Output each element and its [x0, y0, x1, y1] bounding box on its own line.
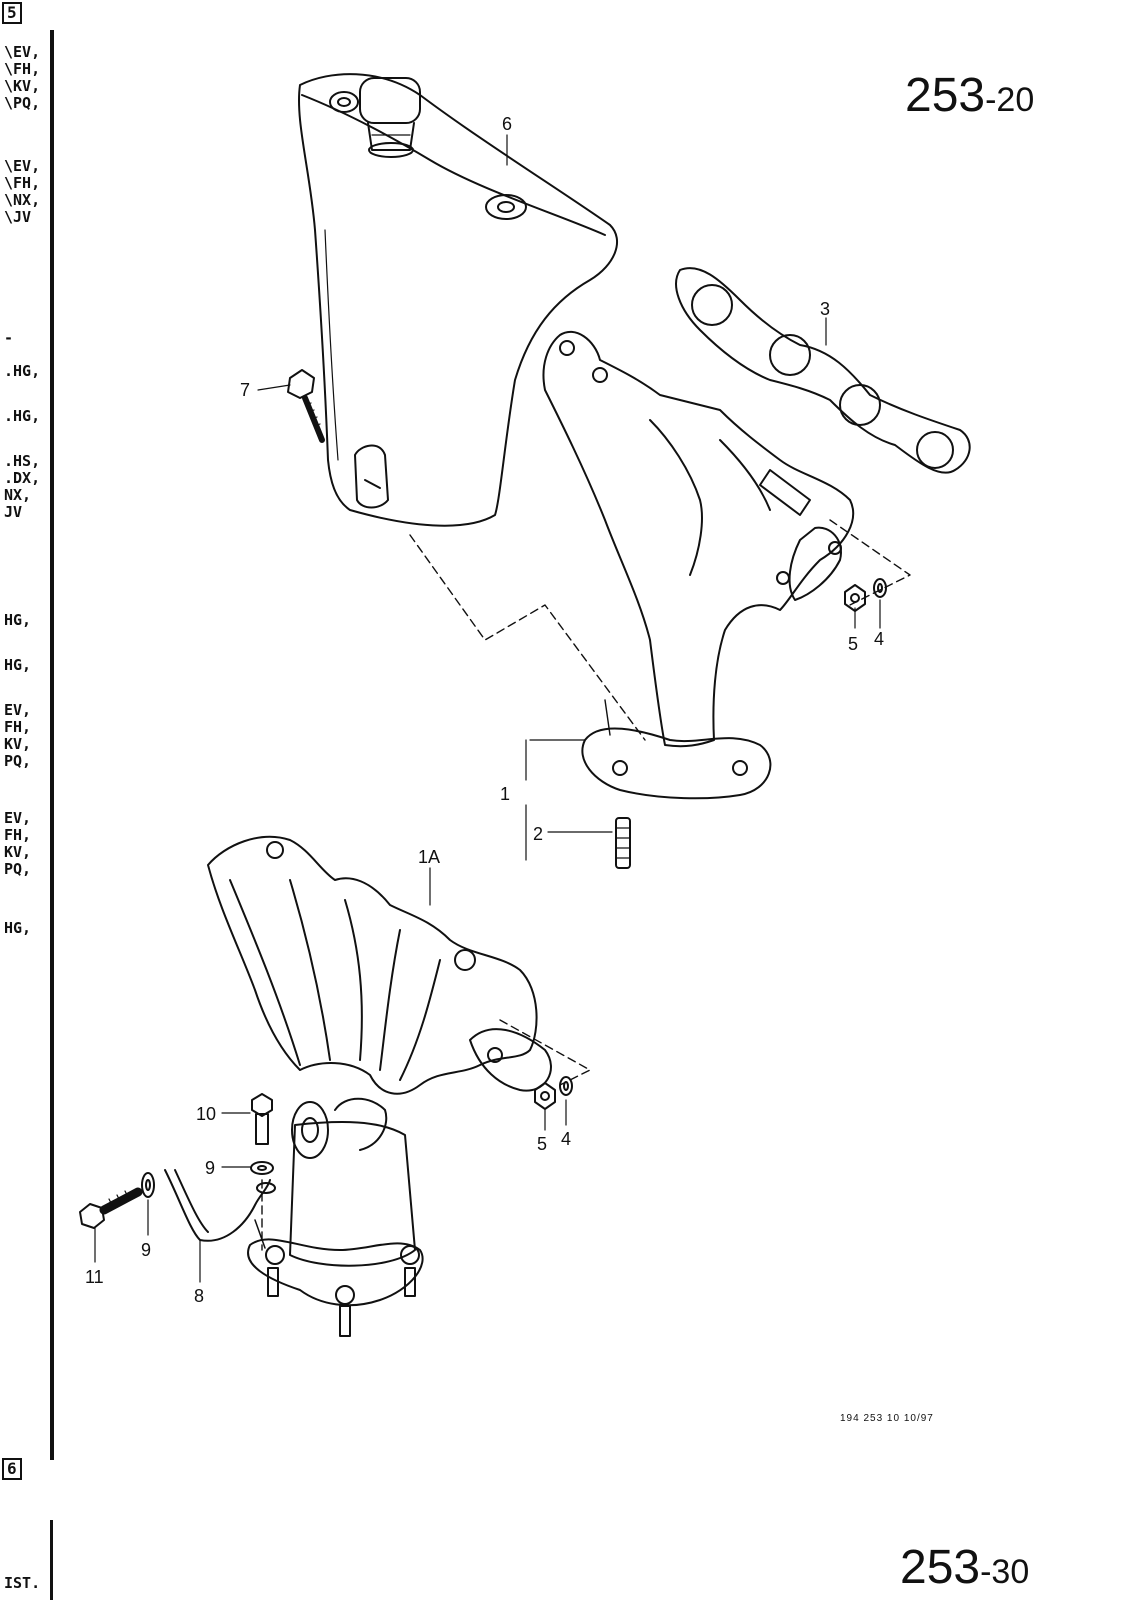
model-code: \JV	[4, 208, 32, 226]
model-code: FH,	[4, 826, 32, 844]
model-code: \FH,	[4, 174, 41, 192]
leader-lines	[94, 134, 881, 1283]
model-code-group: HG,	[4, 612, 31, 629]
model-code: .HG,	[4, 407, 41, 425]
model-code: .HG,	[4, 362, 41, 380]
model-code-group: -	[4, 330, 13, 347]
model-code-group: EV,FH,KV,PQ,	[4, 702, 31, 770]
model-code: .HS,	[4, 452, 41, 470]
bolt-10	[251, 1093, 273, 1145]
callout-11: 11	[85, 1267, 104, 1287]
model-code: KV,	[4, 843, 32, 861]
model-code-group: .HG,	[4, 408, 40, 425]
callout-9-upper: 9	[205, 1158, 215, 1178]
exhaust-manifold	[542, 330, 855, 800]
manifold-gasket	[675, 267, 971, 474]
model-code: PQ,	[4, 860, 32, 878]
model-code-group: HG,	[4, 920, 31, 937]
nut-washer-lower	[534, 1076, 573, 1110]
page-number-sub-next: -30	[980, 1553, 1030, 1591]
callout-3: 3	[820, 299, 830, 319]
callout-2: 2	[533, 824, 543, 844]
assembly-lines	[261, 519, 911, 1251]
bolt	[287, 369, 325, 443]
page-number-sub: -20	[985, 81, 1035, 119]
model-code-group: HG,	[4, 657, 31, 674]
page-number-main-next: 253	[900, 1541, 981, 1594]
model-code: \PQ,	[4, 94, 41, 112]
sensor-plug	[359, 77, 421, 158]
bolt-11	[79, 1187, 143, 1229]
catalytic-manifold	[207, 835, 552, 1337]
model-code: \FH,	[4, 60, 41, 78]
callout-4-upper: 4	[874, 629, 884, 649]
model-code: KV,	[4, 735, 32, 753]
callout-4-lower: 4	[561, 1129, 571, 1149]
model-code: EV,	[4, 809, 32, 827]
model-code: JV	[4, 503, 23, 521]
callout-5-upper: 5	[848, 634, 858, 654]
washer-9	[141, 1161, 274, 1198]
callout-5-lower: 5	[537, 1134, 547, 1154]
model-code-group: \EV,\FH,\KV,\PQ,	[4, 44, 40, 112]
model-code: HG,	[4, 656, 32, 674]
callout-7: 7	[240, 380, 250, 400]
callout-8: 8	[194, 1286, 204, 1306]
page-box-top: 5	[2, 2, 22, 24]
model-code: HG,	[4, 919, 32, 937]
model-code: \KV,	[4, 77, 41, 95]
stud	[615, 817, 631, 869]
model-code: \EV,	[4, 157, 41, 175]
model-code-group: EV,FH,KV,PQ,	[4, 810, 31, 878]
model-code: NX,	[4, 486, 32, 504]
callout-6: 6	[502, 114, 512, 134]
callout-10: 10	[196, 1104, 216, 1124]
margin-rule	[50, 30, 54, 1460]
callout-9-lower: 9	[141, 1240, 151, 1260]
model-code: EV,	[4, 701, 32, 719]
model-code: HG,	[4, 611, 32, 629]
model-code: -	[4, 329, 14, 347]
model-code: .DX,	[4, 469, 41, 487]
page-number-bottom: 253-30	[900, 1540, 1029, 1595]
page-box-bottom: 6	[2, 1458, 22, 1480]
support-bracket	[164, 1169, 276, 1249]
callout-1A: 1A	[418, 847, 440, 867]
page-number-main: 253	[905, 69, 986, 122]
drawing-reference: 194 253 10 10/97	[840, 1413, 934, 1424]
model-code-group: .HG,	[4, 363, 40, 380]
heat-shield	[298, 73, 619, 527]
model-code-group: .HS,.DX,NX,JV	[4, 453, 40, 521]
page-number-top: 253-20	[905, 68, 1034, 123]
left-margin-strip: 5 6 IST. \EV,\FH,\KV,\PQ,\EV,\FH,\NX,\JV…	[0, 0, 58, 1600]
margin-rule-lower	[50, 1520, 53, 1600]
callout-1: 1	[500, 784, 510, 804]
model-code: PQ,	[4, 752, 32, 770]
model-code: \EV,	[4, 43, 41, 61]
callout-labels: 6 3 7 5 4 1 2 1A 10 9 5 4 9 11 8	[85, 114, 884, 1306]
model-code: \NX,	[4, 191, 41, 209]
bottom-code: IST.	[4, 1574, 41, 1592]
model-code-group: \EV,\FH,\NX,\JV	[4, 158, 40, 226]
model-code: FH,	[4, 718, 32, 736]
